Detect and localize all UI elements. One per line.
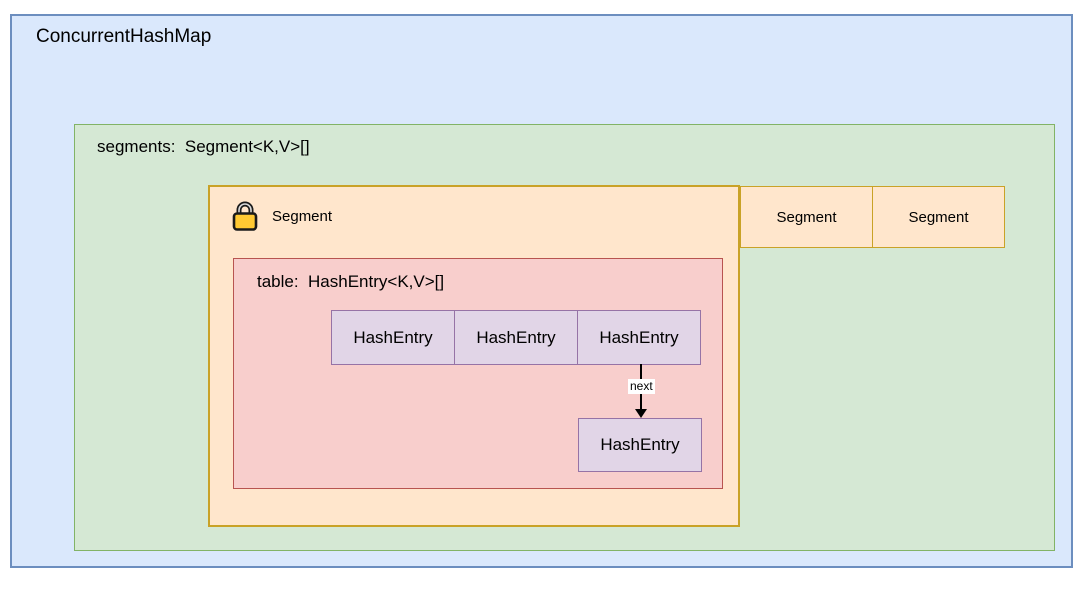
lock-icon (231, 198, 259, 231)
concurrenthashmap-container: ConcurrentHashMap segments: Segment<K,V>… (10, 14, 1073, 568)
segment-box-3: Segment (872, 186, 1005, 248)
table-label: table: HashEntry<K,V>[] (257, 272, 445, 291)
segment-box-2: Segment (740, 186, 873, 248)
concurrenthashmap-title: ConcurrentHashMap (36, 26, 212, 47)
hashentry-cell: HashEntry (577, 310, 701, 365)
segments-array-container: segments: Segment<K,V>[] Segment table: … (74, 124, 1055, 551)
segment-main-label: Segment (272, 208, 333, 225)
segment-box-main: Segment table: HashEntry<K,V>[] HashEntr… (208, 185, 740, 527)
table-container: table: HashEntry<K,V>[] HashEntry HashEn… (233, 258, 723, 489)
hashentry-row: HashEntry HashEntry HashEntry (331, 310, 701, 365)
next-arrow-label: next (628, 379, 655, 394)
segments-array-label: segments: Segment<K,V>[] (97, 137, 310, 156)
hashentry-cell: HashEntry (331, 310, 455, 365)
hashentry-cell: HashEntry (454, 310, 578, 365)
next-arrow-head-icon (635, 409, 647, 418)
hashentry-linked-cell: HashEntry (578, 418, 702, 472)
